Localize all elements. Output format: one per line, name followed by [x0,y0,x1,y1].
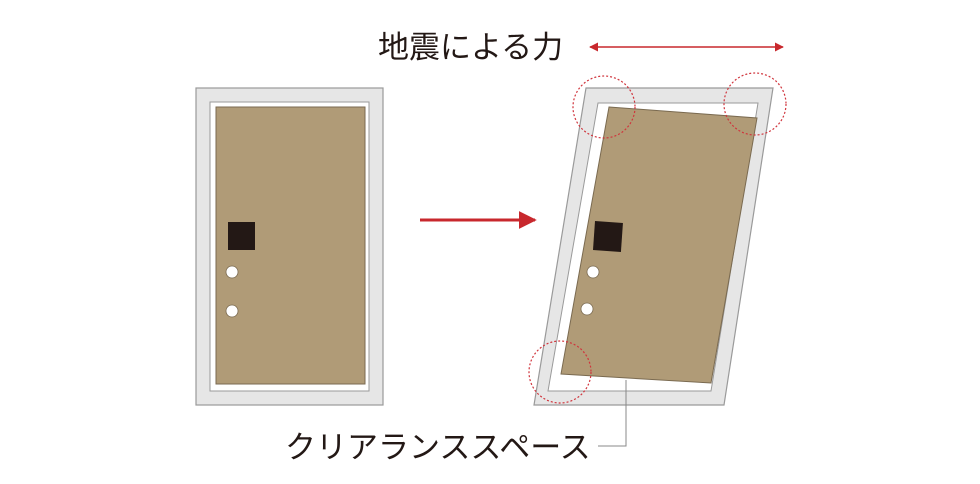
deformed-door-lock-icon [586,265,600,279]
deformed-door-panel [560,106,758,384]
clearance-leader-line [598,380,627,447]
normal-door-lock-icon [225,265,239,279]
clearance-space-label: クリアランススペース [285,430,591,466]
clearance-circle-top-right [723,72,787,136]
deformed-door-lock-icon [580,302,594,316]
clearance-circle-top-left [572,75,636,139]
earthquake-force-label: 地震による力 [378,30,563,66]
normal-door-group [195,87,384,406]
deformed-door-handle-icon [592,221,623,252]
deformed-door-group [528,72,787,406]
normal-door-lock-icon [225,304,239,318]
normal-door-handle-icon [228,222,255,250]
clearance-circle-bottom-left [528,340,592,404]
